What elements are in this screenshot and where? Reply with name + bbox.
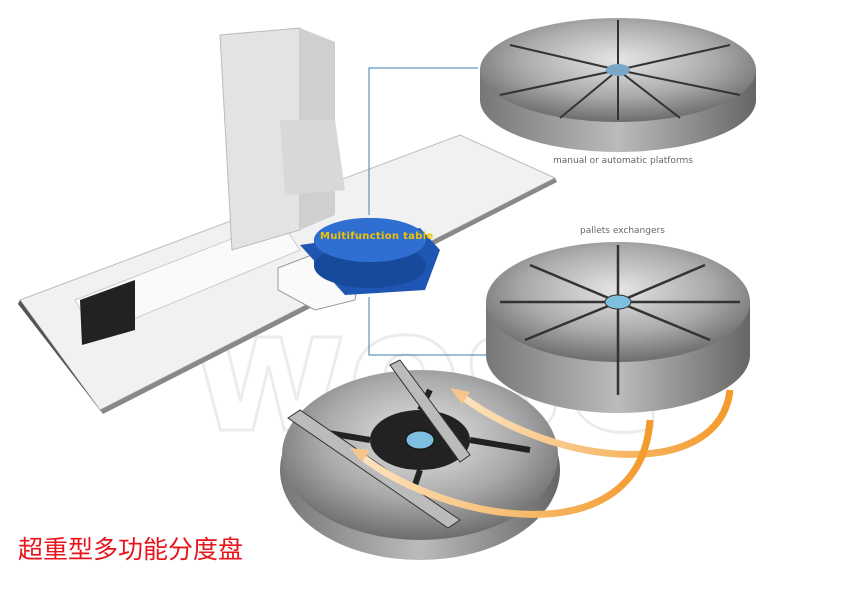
arrow-head	[350, 448, 370, 462]
transfer-arrows	[357, 389, 734, 518]
rotary-platform-top	[480, 18, 756, 152]
pallets-caption: pallets exchangers	[580, 226, 665, 236]
multifunction-table-label: Multifunction table	[320, 231, 434, 242]
machine-base	[18, 27, 557, 414]
arrow-head	[450, 388, 470, 404]
rotary-platform-pallet	[486, 242, 750, 413]
platforms-caption: manual or automatic platforms	[553, 156, 693, 166]
connector-lines	[368, 67, 497, 356]
multifunction-table	[300, 218, 440, 295]
product-title: 超重型多功能分度盘	[18, 535, 244, 564]
